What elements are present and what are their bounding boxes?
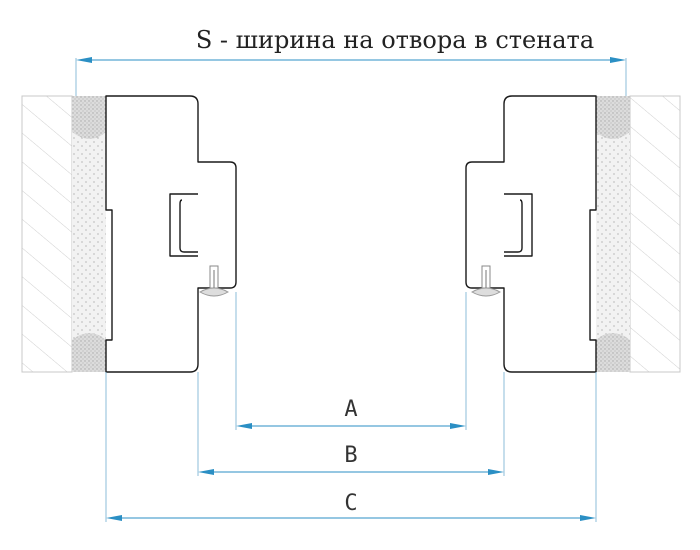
left-frame-profile xyxy=(105,95,237,373)
dimension-b: B xyxy=(198,443,504,475)
left-wall xyxy=(21,95,73,373)
right-frame-profile xyxy=(465,95,597,373)
left-foam-filler xyxy=(72,96,106,372)
dimension-b-label: B xyxy=(344,443,357,468)
dimension-c: C xyxy=(106,491,596,521)
right-foam-filler xyxy=(596,96,630,372)
dimension-a-label: A xyxy=(344,397,357,422)
right-door-seal xyxy=(470,265,502,297)
opening-width-dimension xyxy=(75,57,627,96)
dimension-c-label: C xyxy=(344,491,357,516)
extension-lines xyxy=(105,292,597,522)
diagram-title: S - ширина на отвора в стената xyxy=(196,26,594,54)
right-wall xyxy=(629,95,681,373)
dimension-a: A xyxy=(236,397,466,429)
left-door-seal xyxy=(198,265,230,297)
